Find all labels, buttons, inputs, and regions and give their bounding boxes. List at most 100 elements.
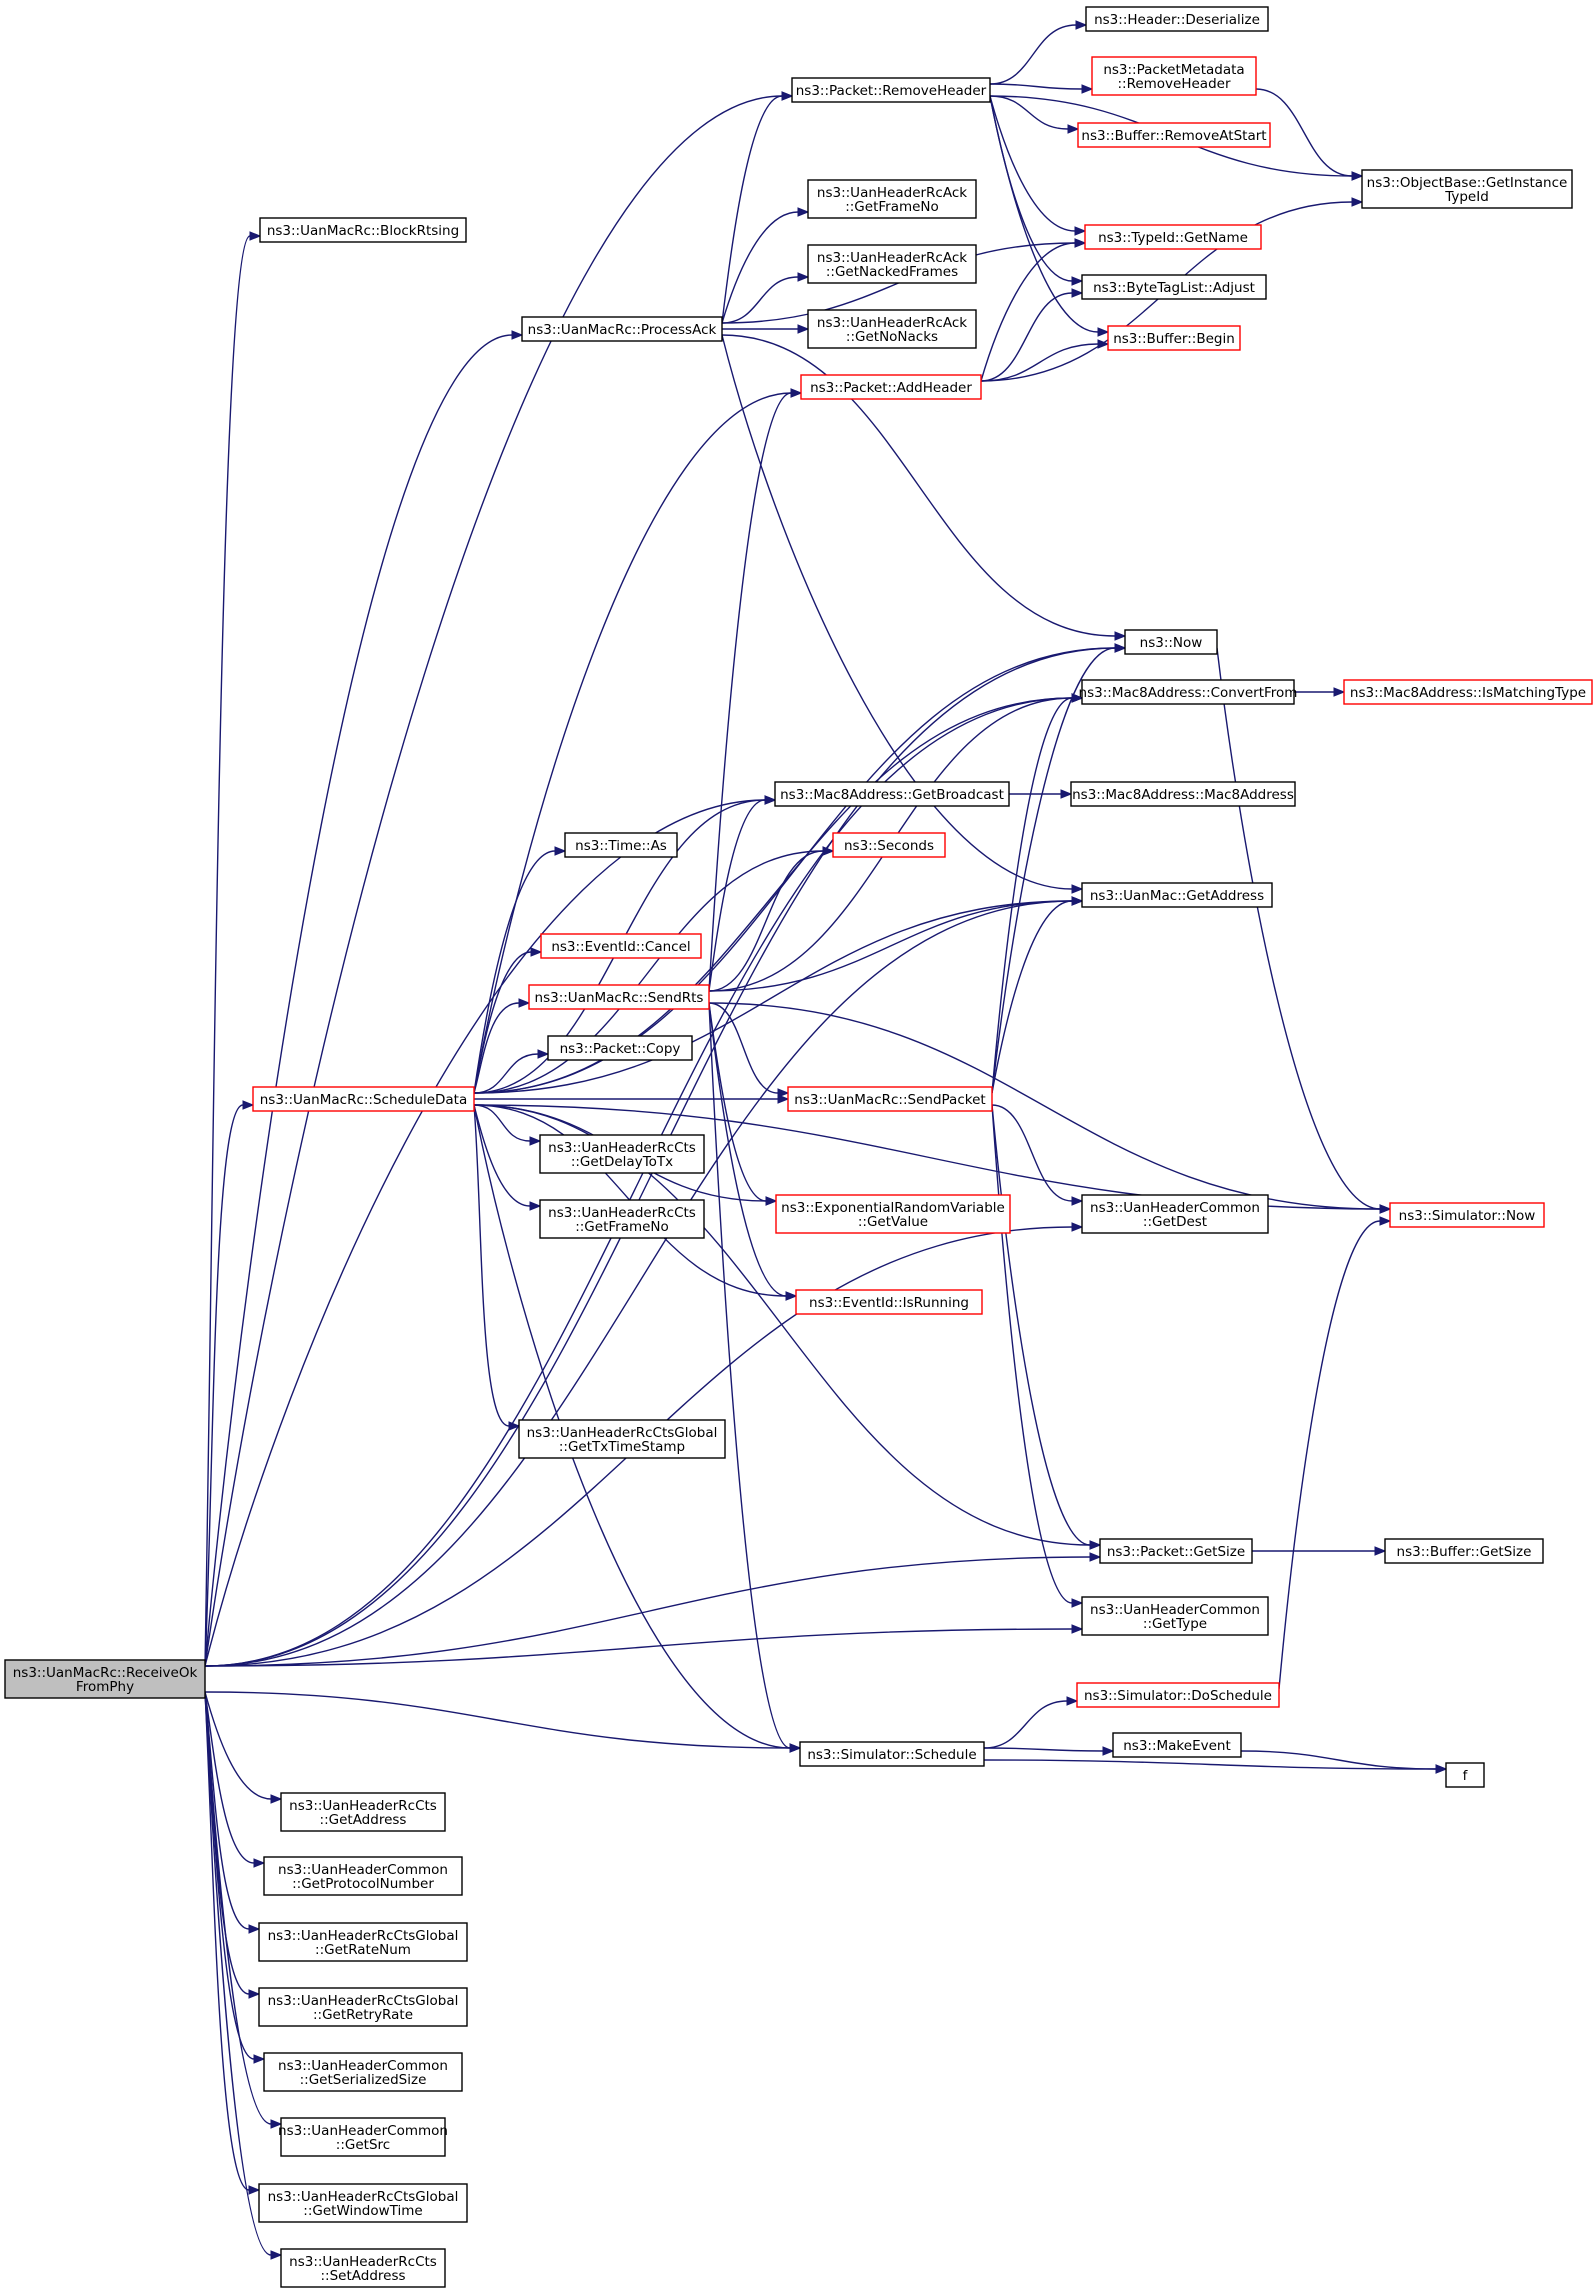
node-packetGetSize[interactable]: ns3::Packet::GetSize [1099, 1538, 1253, 1564]
node-getSerializedSize[interactable]: ns3::UanHeaderCommon::GetSerializedSize [263, 2052, 463, 2092]
edge-sendRts-to-uanMacGetAddress [708, 896, 1084, 992]
edge-line [708, 1002, 779, 1094]
node-ackGetFrameNo[interactable]: ns3::UanHeaderRcAck::GetFrameNo [807, 179, 977, 219]
node-box [258, 1987, 468, 2027]
node-box [564, 832, 678, 858]
node-box [1081, 1596, 1269, 1636]
edge-root-to-scheduleData [204, 1100, 255, 1667]
node-simSchedule[interactable]: ns3::Simulator::Schedule [799, 1741, 985, 1767]
node-ctsGetFrameNo[interactable]: ns3::UanHeaderRcCts::GetFrameNo [539, 1199, 705, 1239]
node-blockRtsing[interactable]: ns3::UanMacRc::BlockRtsing [259, 217, 467, 243]
node-headerDeserialize[interactable]: ns3::Header::Deserialize [1085, 6, 1269, 32]
node-setAddress[interactable]: ns3::UanHeaderRcCts::SetAddress [280, 2248, 446, 2288]
node-isMatchingType[interactable]: ns3::Mac8Address::IsMatchingType [1343, 679, 1593, 705]
node-simulatorNow[interactable]: ns3::Simulator::Now [1389, 1202, 1545, 1228]
node-getTxTimeStamp[interactable]: ns3::UanHeaderRcCtsGlobal::GetTxTimeStam… [518, 1419, 726, 1459]
node-commonGetDest[interactable]: ns3::UanHeaderCommon::GetDest [1081, 1194, 1269, 1234]
edge-line [204, 95, 783, 1667]
node-packetCopy[interactable]: ns3::Packet::Copy [547, 1035, 693, 1061]
edge-root-to-packetGetSize [204, 1552, 1102, 1667]
edge-line [708, 900, 1073, 992]
arrowhead-icon [537, 1049, 550, 1059]
node-getRetryRate[interactable]: ns3::UanHeaderRcCtsGlobal::GetRetryRate [258, 1987, 468, 2027]
node-box [263, 1856, 463, 1896]
edge-addHeader-to-byteTagAdjust [980, 288, 1084, 382]
node-f[interactable]: f [1445, 1762, 1485, 1788]
node-addHeader[interactable]: ns3::Packet::AddHeader [800, 374, 982, 400]
arrowhead-icon [1071, 276, 1084, 286]
node-getBroadcast[interactable]: ns3::Mac8Address::GetBroadcast [774, 781, 1010, 807]
node-sendRts[interactable]: ns3::UanMacRc::SendRts [528, 984, 710, 1010]
edge-line [204, 1628, 1073, 1667]
edge-line [204, 900, 1073, 1667]
node-eventCancel[interactable]: ns3::EventId::Cancel [540, 933, 702, 959]
node-byteTagAdjust[interactable]: ns3::ByteTagList::Adjust [1081, 274, 1267, 300]
edge-line [708, 392, 792, 992]
node-removeHeader[interactable]: ns3::Packet::RemoveHeader [791, 77, 991, 103]
edge-line [980, 242, 1076, 382]
node-sendPacket[interactable]: ns3::UanMacRc::SendPacket [787, 1086, 993, 1112]
node-box [518, 1419, 726, 1459]
node-makeEvent[interactable]: ns3::MakeEvent [1112, 1732, 1242, 1758]
arrowhead-icon [1071, 1598, 1084, 1608]
node-label: ns3::UanHeaderCommon [1090, 1200, 1260, 1216]
node-label: ns3::Now [1140, 635, 1203, 651]
edge-removeHeader-to-metaRemoveHeader [989, 83, 1094, 94]
node-getSrc[interactable]: ns3::UanHeaderCommon::GetSrc [278, 2117, 448, 2157]
node-box [4, 1659, 206, 1699]
arrowhead-icon [270, 1794, 283, 1804]
edge-line [473, 1104, 510, 1427]
node-uanMacGetAddress[interactable]: ns3::UanMac::GetAddress [1081, 882, 1273, 908]
node-timeAs[interactable]: ns3::Time::As [564, 832, 678, 858]
node-bufferBegin[interactable]: ns3::Buffer::Begin [1107, 325, 1241, 351]
node-label: ns3::ExponentialRandomVariable [781, 1200, 1005, 1216]
arrowhead-icon [529, 1136, 542, 1146]
node-box [539, 1199, 705, 1239]
node-bufferGetSize[interactable]: ns3::Buffer::GetSize [1384, 1538, 1544, 1564]
node-getRateNum[interactable]: ns3::UanHeaderRcCtsGlobal::GetRateNum [258, 1922, 468, 1962]
node-getDelayToTx[interactable]: ns3::UanHeaderRcCts::GetDelayToTx [539, 1134, 705, 1174]
node-metaRemoveHeader[interactable]: ns3::PacketMetadata::RemoveHeader [1091, 56, 1257, 96]
edge-removeHeader-to-byteTagAdjust [989, 95, 1084, 286]
edge-line [991, 647, 1116, 1094]
node-scheduleData[interactable]: ns3::UanMacRc::ScheduleData [252, 1086, 475, 1112]
arrowhead-icon [242, 1100, 255, 1110]
arrowhead-icon [1379, 1216, 1392, 1226]
node-doSchedule[interactable]: ns3::Simulator::DoSchedule [1076, 1682, 1280, 1708]
node-eventIsRunning[interactable]: ns3::EventId::IsRunning [795, 1289, 983, 1315]
arrowhead-icon [270, 2119, 283, 2129]
node-commonGetType[interactable]: ns3::UanHeaderCommon::GetType [1081, 1596, 1269, 1636]
node-typeIdGetName[interactable]: ns3::TypeId::GetName [1084, 224, 1262, 250]
node-getWindowTime[interactable]: ns3::UanHeaderRcCtsGlobal::GetWindowTime [258, 2183, 468, 2223]
node-ctsGetAddress[interactable]: ns3::UanHeaderRcCts::GetAddress [280, 1792, 446, 1832]
arrowhead-icon [554, 846, 567, 856]
node-processAck[interactable]: ns3::UanMacRc::ProcessAck [521, 316, 723, 342]
arrowhead-icon [1081, 84, 1094, 94]
node-expGetValue[interactable]: ns3::ExponentialRandomVariable::GetValue [775, 1194, 1011, 1234]
node-label: ns3::UanHeaderCommon [278, 1862, 448, 1878]
edge-simSchedule-to-doSchedule [983, 1696, 1079, 1749]
node-getNoNacks[interactable]: ns3::UanHeaderRcAck::GetNoNacks [807, 309, 977, 349]
node-mac8Address[interactable]: ns3::Mac8Address::Mac8Address [1070, 781, 1296, 807]
node-getNackedFrames[interactable]: ns3::UanHeaderRcAck::GetNackedFrames [807, 244, 977, 284]
node-convertFrom[interactable]: ns3::Mac8Address::ConvertFrom [1079, 679, 1298, 705]
node-getProtocolNumber[interactable]: ns3::UanHeaderCommon::GetProtocolNumber [263, 1856, 463, 1896]
node-label: ns3::UanHeaderRcAck [817, 185, 967, 201]
edge-root-to-simSchedule [204, 1691, 802, 1753]
arrowhead-icon [1351, 197, 1364, 207]
arrowhead-icon [248, 2185, 261, 2195]
node-seconds[interactable]: ns3::Seconds [832, 832, 946, 858]
node-bufferRemoveAtStart[interactable]: ns3::Buffer::RemoveAtStart [1077, 122, 1271, 148]
node-box [1361, 169, 1573, 209]
node-label: ::GetDelayToTx [571, 1154, 673, 1170]
node-label: ns3::Mac8Address::GetBroadcast [780, 787, 1004, 803]
node-label: ::GetProtocolNumber [292, 1876, 434, 1892]
edge-line [983, 1759, 1437, 1770]
node-label: ::GetNackedFrames [826, 264, 958, 280]
node-label: ns3::Buffer::GetSize [1397, 1544, 1532, 1560]
arrowhead-icon [253, 1858, 266, 1868]
node-now[interactable]: ns3::Now [1124, 629, 1218, 655]
edge-line [473, 1053, 539, 1094]
